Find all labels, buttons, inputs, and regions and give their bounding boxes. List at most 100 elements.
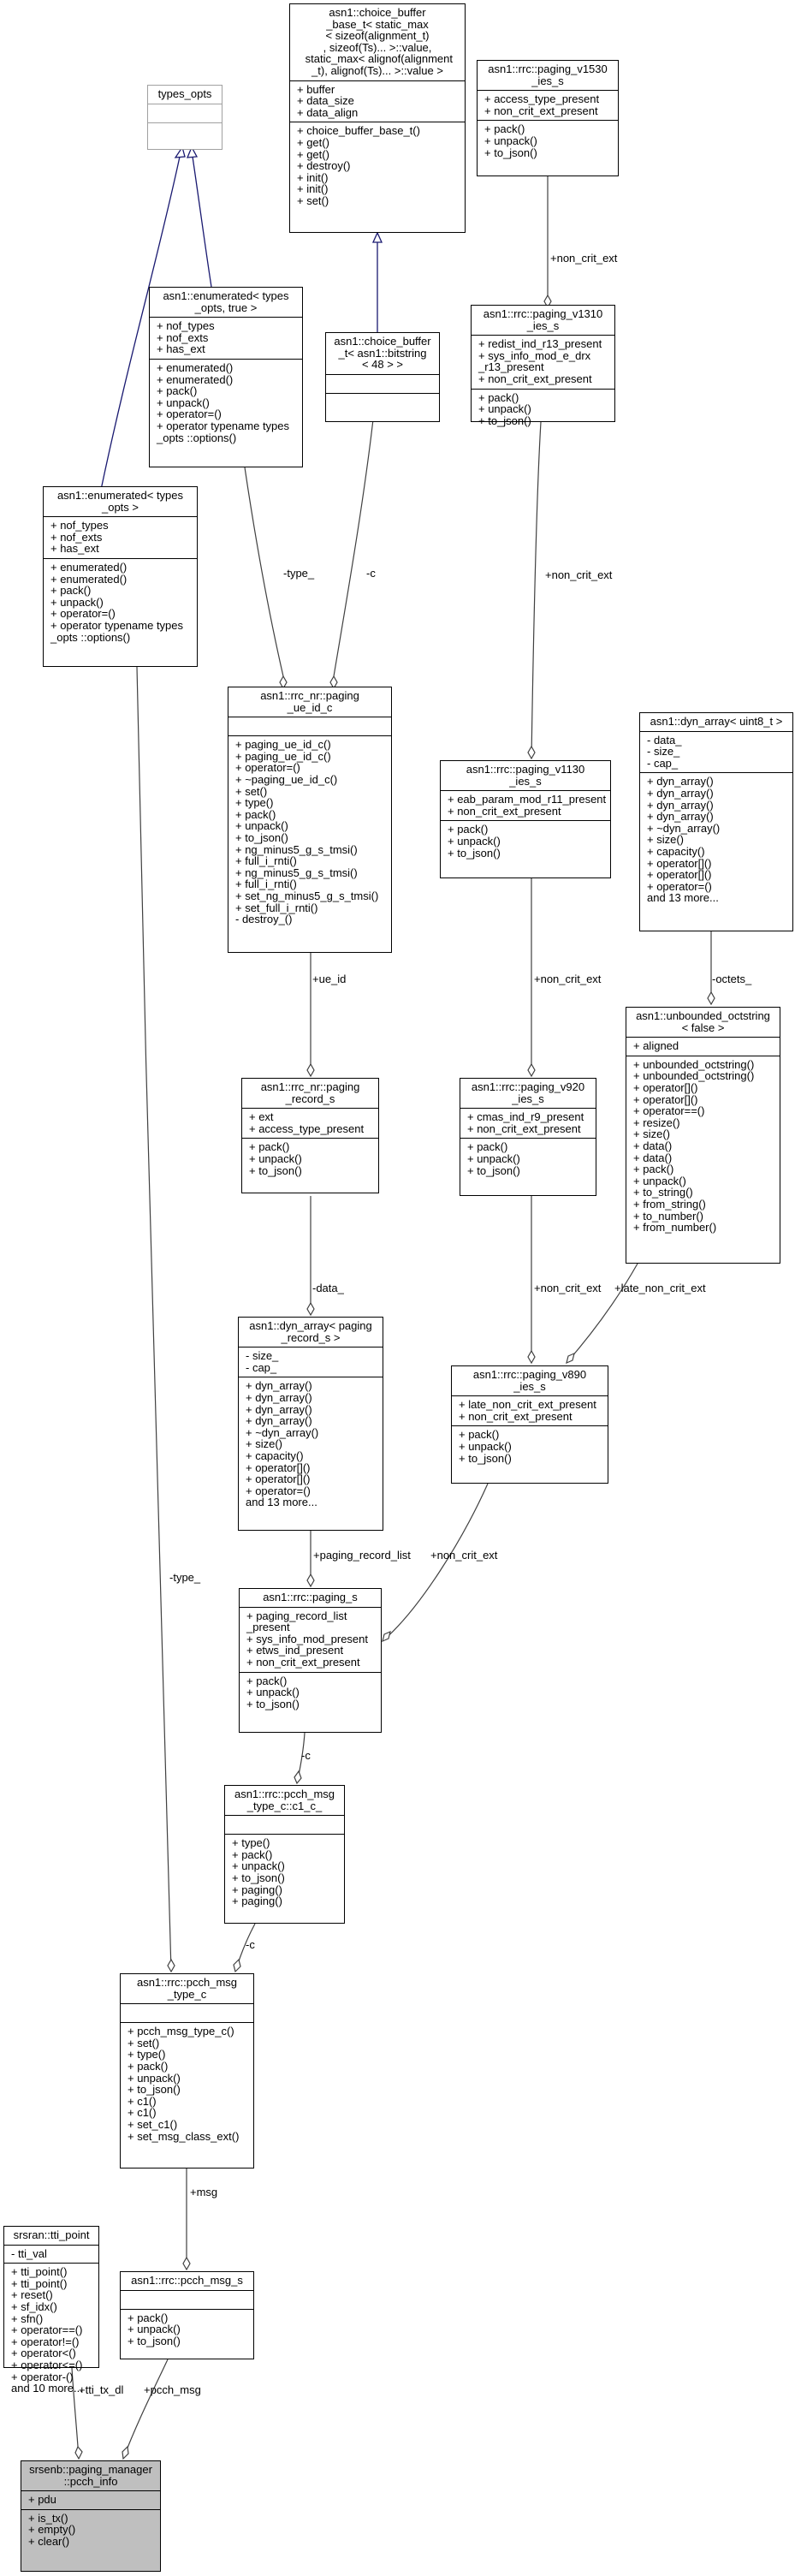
class-methods-line: + size() — [633, 1127, 670, 1141]
edge-label-late-non-crit: +late_non_crit_ext — [614, 1282, 706, 1294]
inherit-arrow-enumerated — [174, 146, 186, 158]
class-attributes: - data_- size_- cap_ — [640, 730, 792, 773]
inherit-edge-enumerated-true — [192, 156, 212, 288]
class-methods-line: + ng_minus5_g_s_tmsi() — [235, 866, 358, 879]
class-c1-c: asn1::rrc::pcch_msg_type_c::c1_c_+ type(… — [224, 1785, 345, 1924]
inherit-edge-enumerated — [100, 156, 181, 491]
class-name: asn1::enumerated< types_opts, true > — [150, 288, 302, 317]
class-methods-line: + destroy() — [297, 159, 351, 173]
class-attributes-line: + access_type_present — [249, 1121, 365, 1135]
class-methods: + pack()+ unpack()+ to_json() — [240, 1671, 381, 1714]
class-methods-line: + operator[]() — [647, 868, 712, 882]
class-methods: + pack()+ unpack()+ to_json() — [242, 1138, 378, 1180]
class-attributes-line: + has_ext — [157, 342, 205, 356]
usage-edge-non-crit-1310 — [531, 421, 542, 759]
class-attributes: + paging_record_list_present+ sys_info_m… — [240, 1606, 381, 1672]
class-methods-line: + unpack() — [50, 595, 104, 609]
usage-edge-late-non-crit — [566, 1263, 638, 1364]
class-attributes-line: + cmas_ind_r9_present — [467, 1110, 584, 1124]
class-name-line: _base_t< static_max — [326, 17, 429, 31]
class-methods-line: + set_c1() — [128, 2117, 178, 2131]
class-methods: + dyn_array()+ dyn_array()+ dyn_array()+… — [239, 1377, 383, 1512]
class-methods-line: + to_json() — [235, 830, 288, 844]
class-attributes: + redist_ind_r13_present+ sys_info_mod_e… — [472, 335, 614, 388]
class-methods-line: + reset() — [11, 2288, 53, 2302]
class-name: srsran::tti_point — [4, 2227, 98, 2245]
class-methods-line: + pack() — [128, 2311, 169, 2324]
class-name-line: asn1::rrc::pcch_msg — [234, 1788, 335, 1800]
class-methods-line: + operator=() — [235, 761, 300, 775]
class-name-line: _t), alignof(Ts)... >::value > — [311, 63, 443, 77]
class-tti-point: srsran::tti_point- tti_val+ tti_point()+… — [3, 2226, 99, 2394]
class-name: asn1::unbounded_octstring< false > — [626, 1008, 780, 1037]
class-methods-line: + pack() — [157, 384, 198, 398]
usage-diamond-msg — [182, 2256, 191, 2271]
class-name: asn1::rrc::pcch_msg_type_c::c1_c_ — [225, 1786, 344, 1815]
class-methods-line: + operator-() — [11, 2370, 74, 2383]
class-methods-line: + enumerated() — [50, 572, 128, 586]
usage-diamond-non-crit-1530 — [543, 294, 552, 309]
class-attributes — [121, 2003, 253, 2022]
class-name: srsenb::paging_manager::pcch_info — [21, 2461, 160, 2490]
class-methods-line: + operator=() — [647, 879, 712, 893]
class-name-line: asn1::dyn_array< paging — [249, 1319, 372, 1332]
class-name-line: asn1::rrc::paging_v890 — [472, 1368, 587, 1381]
edge-label-non-crit-1130: +non_crit_ext — [534, 973, 602, 985]
class-name: asn1::rrc::paging_v890_ies_s — [452, 1366, 608, 1395]
class-name-line: _record_s — [285, 1092, 335, 1105]
class-methods-line: + operator==() — [633, 1104, 705, 1118]
class-name-line: asn1::rrc::pcch_msg — [136, 1976, 238, 1989]
class-attributes-line: - size_ — [246, 1349, 279, 1363]
class-methods-line: + full_i_rnti() — [235, 878, 297, 891]
class-methods-line: + operator=() — [246, 1484, 311, 1497]
class-types-opts: types_opts — [147, 85, 222, 150]
class-attributes-line: + nof_exts — [157, 330, 209, 344]
class-methods: + paging_ue_id_c()+ paging_ue_id_c()+ op… — [228, 735, 391, 929]
class-methods-line: + type() — [232, 1836, 270, 1850]
usage-diamond-octets — [707, 991, 715, 1006]
class-attributes: + nof_types+ nof_exts+ has_ext — [150, 317, 302, 359]
class-unbounded-octstring: asn1::unbounded_octstring< false >+ alig… — [626, 1007, 780, 1264]
class-methods-line: + capacity() — [246, 1449, 304, 1462]
class-name-line: srsran::tti_point — [13, 2228, 90, 2241]
class-name-line: asn1::rrc::paging_v1310 — [483, 307, 603, 320]
class-attributes-line: + eab_param_mod_r11_present — [448, 793, 607, 806]
class-paging-v890: asn1::rrc::paging_v890_ies_s+ late_non_c… — [451, 1365, 608, 1484]
class-name-line: asn1::unbounded_octstring — [636, 1009, 770, 1022]
class-methods: + pack()+ unpack()+ to_json() — [452, 1425, 608, 1467]
class-methods-line: + dyn_array() — [647, 786, 714, 800]
class-name-line: _opts > — [101, 500, 139, 514]
class-methods-line: + operator<=() — [11, 2358, 83, 2371]
class-methods-line: + ng_minus5_g_s_tmsi() — [235, 842, 358, 856]
class-methods: + enumerated()+ enumerated()+ pack()+ un… — [150, 358, 302, 447]
class-name-line: asn1::rrc::pcch_msg_s — [131, 2274, 243, 2287]
class-methods-line: + dyn_array() — [246, 1414, 312, 1428]
class-attributes-line: - data_ — [647, 733, 682, 747]
class-methods-line: + dyn_array() — [246, 1402, 312, 1416]
class-methods: + pack()+ unpack()+ to_json() — [460, 1138, 596, 1180]
class-pcch-msg-s: asn1::rrc::pcch_msg_s+ pack()+ unpack()+… — [120, 2271, 254, 2359]
class-methods-line: + get() — [297, 135, 329, 149]
class-methods-line: + operator[]() — [246, 1472, 311, 1486]
class-methods: + choice_buffer_base_t()+ get()+ get()+ … — [290, 122, 465, 210]
class-methods-line: + to_json() — [246, 1697, 300, 1710]
class-attributes: + cmas_ind_r9_present+ non_crit_ext_pres… — [460, 1108, 596, 1138]
class-methods-line: + data() — [633, 1151, 673, 1164]
class-attributes-line: + paging_record_list — [246, 1609, 347, 1622]
class-paging-ue-id-c: asn1::rrc_nr::paging_ue_id_c+ paging_ue_… — [228, 687, 392, 953]
usage-edge-type-enumerated-true — [244, 467, 284, 677]
class-name: asn1::rrc::pcch_msg_s — [121, 2272, 253, 2290]
class-name: asn1::dyn_array< uint8_t > — [640, 713, 792, 731]
class-methods: + tti_point()+ tti_point()+ reset()+ sf_… — [4, 2263, 98, 2398]
class-methods-line: + set_msg_class_ext() — [128, 2129, 240, 2143]
edge-label-c-c: -c — [246, 1938, 255, 1951]
class-methods-line: + tti_point() — [11, 2265, 68, 2279]
usage-diamond-paging-record-list — [306, 1573, 315, 1588]
edge-label-paging-record-list: +paging_record_list — [313, 1549, 411, 1562]
class-attributes-line: + buffer — [297, 82, 335, 96]
class-methods: + pack()+ unpack()+ to_json() — [121, 2308, 253, 2351]
class-name-line: _type_c::c1_c_ — [246, 1799, 323, 1812]
class-methods-line: + capacity() — [647, 844, 705, 858]
class-attributes-line: + etws_ind_present — [246, 1644, 344, 1657]
usage-edge-non-crit-890 — [382, 1483, 489, 1642]
